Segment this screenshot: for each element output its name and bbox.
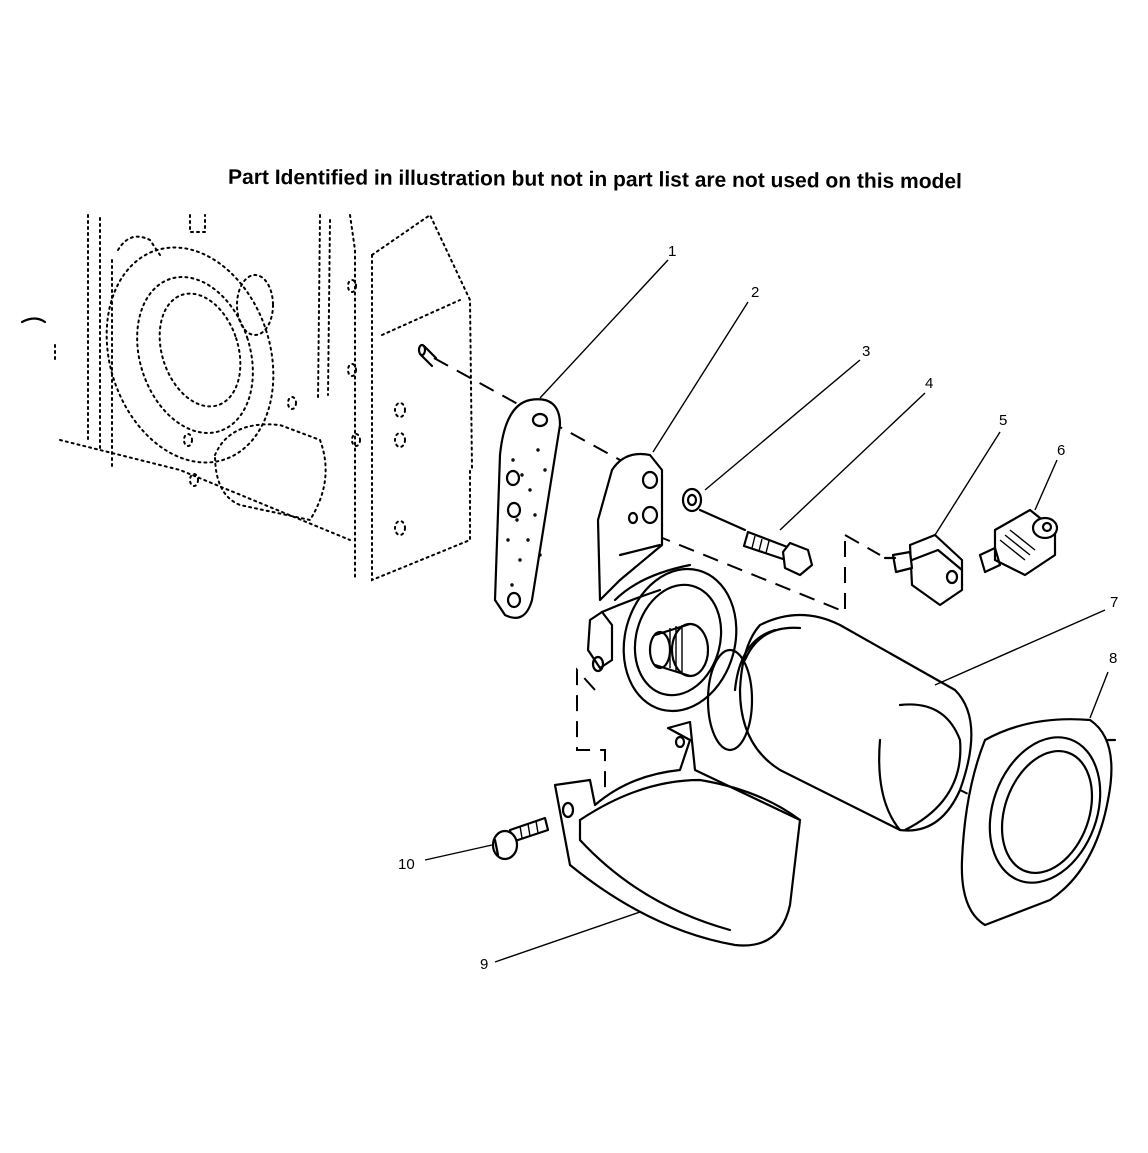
fitting-block-part [883,533,964,607]
retaining-ring-part [960,718,1117,927]
callout-4: 4 [925,375,933,392]
callout-6: 6 [1057,442,1065,459]
block-stud [417,343,438,368]
filter-canister-part [706,613,973,832]
gasket-part [493,398,562,619]
callout-9: 9 [480,956,488,973]
callout-7: 7 [1110,594,1118,611]
callout-3: 3 [862,343,870,360]
callout-labels: 1 2 3 4 5 6 7 8 9 10 [398,243,1118,973]
callout-1: 1 [668,243,676,260]
bolt-part [698,508,814,577]
shield-part [553,720,802,947]
callout-5: 5 [999,412,1007,429]
screw-part [491,816,550,861]
pressure-sender-part [978,508,1059,577]
filter-head-bracket [586,452,738,713]
callout-2: 2 [751,284,759,301]
washer-part [681,487,703,513]
callout-8: 8 [1109,650,1117,667]
engine-block-outline [20,213,473,582]
callout-10: 10 [398,856,415,873]
leader-lines [424,259,1109,963]
